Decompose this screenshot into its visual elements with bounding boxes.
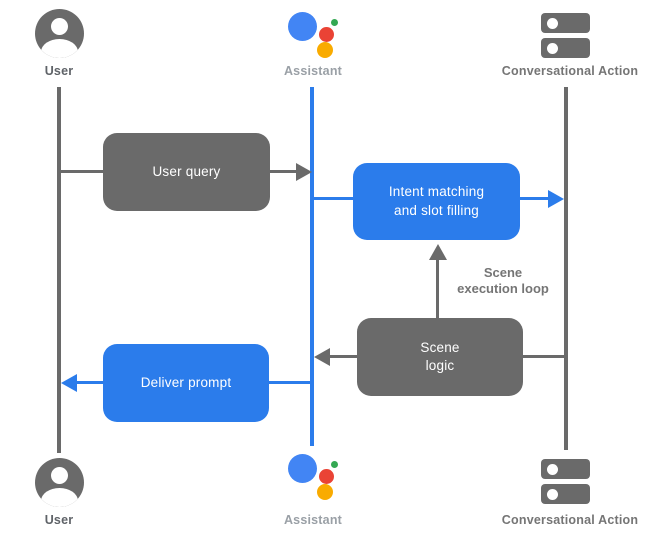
server-slab bbox=[541, 484, 590, 504]
user-icon-body bbox=[41, 39, 78, 58]
server-dot bbox=[547, 42, 558, 54]
intent-matching-node: Intent matching and slot filling bbox=[353, 163, 520, 240]
server-dot bbox=[547, 463, 558, 475]
conversational-action-label-bottom: Conversational Action bbox=[501, 513, 639, 527]
assistant-blue-circle bbox=[288, 454, 317, 483]
server-dot bbox=[547, 488, 558, 500]
scene-logic-line2: logic bbox=[425, 358, 455, 373]
gray-right-arrowhead bbox=[296, 162, 312, 181]
assistant-red-circle bbox=[319, 469, 334, 484]
scene-execution-loop-line1: Scene bbox=[483, 265, 523, 280]
server-slab bbox=[541, 13, 590, 33]
server-stack-icon bbox=[541, 13, 590, 58]
scene-execution-loop-line2: execution loop bbox=[457, 280, 549, 296]
assistant-logo-icon bbox=[286, 10, 341, 60]
assistant-green-circle bbox=[331, 19, 338, 26]
assistant-blue-circle bbox=[288, 12, 317, 41]
blue-right-arrowhead bbox=[548, 189, 564, 208]
server-slab bbox=[541, 459, 590, 479]
scene-logic-node: Scene logic bbox=[357, 318, 523, 396]
user-icon bbox=[35, 9, 84, 58]
server-stack-icon bbox=[541, 459, 590, 504]
user-icon-body bbox=[41, 488, 78, 507]
gray-up-arrowhead bbox=[428, 244, 447, 260]
assistant-lifeline bbox=[310, 87, 314, 446]
conversational-action-label-top: Conversational Action bbox=[501, 64, 639, 78]
assistant-green-circle bbox=[331, 461, 338, 468]
server-dot bbox=[547, 17, 558, 29]
user-query-node: User query bbox=[103, 133, 270, 211]
blue-left-arrowhead bbox=[61, 373, 77, 392]
assistant-label-bottom: Assistant bbox=[283, 513, 343, 527]
user-query-label: User query bbox=[152, 163, 221, 179]
deliver-prompt-node: Deliver prompt bbox=[103, 344, 269, 422]
server-slab bbox=[541, 38, 590, 58]
assistant-logo-icon bbox=[286, 452, 341, 502]
assistant-label-top: Assistant bbox=[283, 64, 343, 78]
user-icon-head bbox=[51, 18, 68, 35]
assistant-yellow-circle bbox=[317, 484, 333, 500]
user-label-bottom: User bbox=[44, 513, 74, 527]
user-lifeline bbox=[57, 87, 61, 453]
assistant-yellow-circle bbox=[317, 42, 333, 58]
assistant-red-circle bbox=[319, 27, 334, 42]
intent-matching-line2: and slot filling bbox=[394, 202, 479, 218]
conversational-action-lifeline bbox=[564, 87, 568, 450]
intent-matching-line1: Intent matching bbox=[388, 184, 485, 200]
scene-logic-line1: Scene bbox=[420, 339, 460, 355]
deliver-prompt-label: Deliver prompt bbox=[140, 374, 232, 390]
user-label-top: User bbox=[44, 64, 74, 78]
gray-left-arrowhead bbox=[314, 347, 330, 366]
scene-execution-loop-note: Scene execution loop bbox=[433, 265, 573, 296]
user-icon bbox=[35, 458, 84, 507]
user-icon-head bbox=[51, 467, 68, 484]
